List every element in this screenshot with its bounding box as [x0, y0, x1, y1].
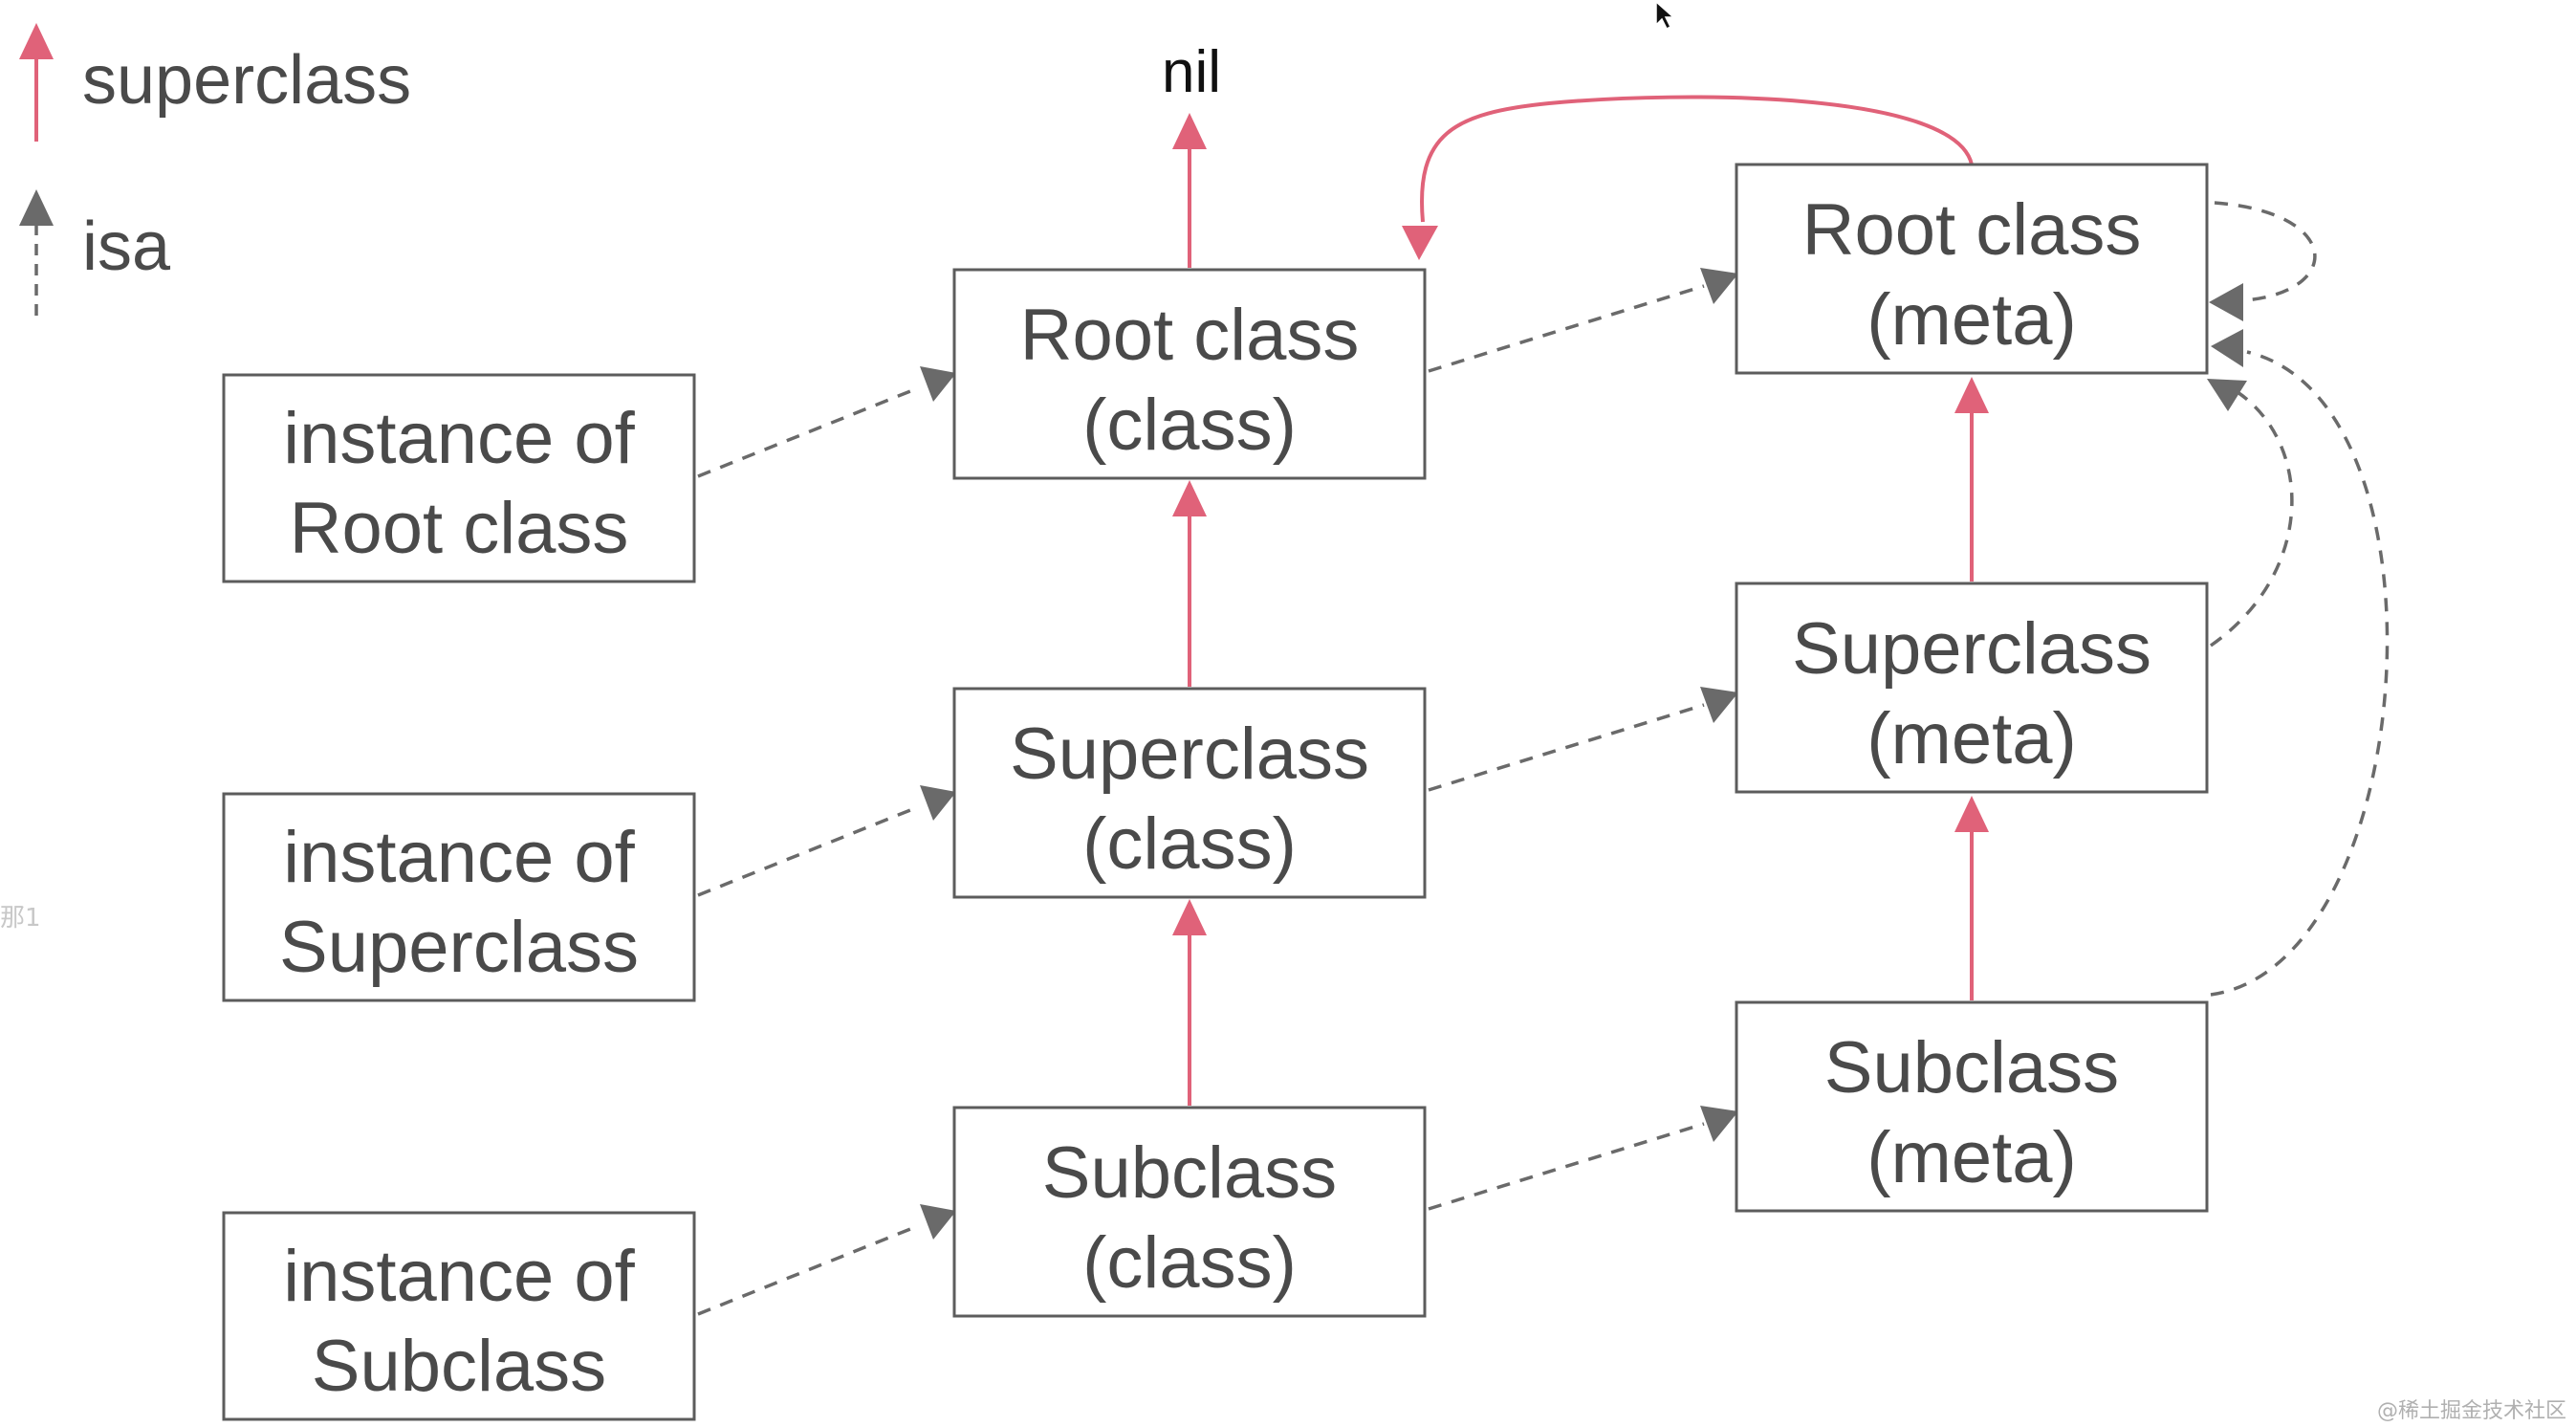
isa-arrowhead [1700, 268, 1738, 304]
legend-isa-label: isa [82, 209, 171, 285]
isa-edge-rootmeta-self [2214, 201, 2317, 302]
side-mark: 那1 [0, 904, 41, 933]
node-label-line2: Root class [290, 488, 629, 569]
node-instance-root: instance of Root class [222, 373, 696, 583]
isa-arrowhead [1700, 1106, 1738, 1142]
node-subclass-meta: Subclass (meta) [1735, 1000, 2209, 1213]
node-label-line1: Root class [1802, 189, 2142, 271]
node-label-line2: (class) [1082, 1222, 1297, 1304]
node-label-line1: Root class [1020, 295, 1360, 376]
superclass-arrowhead [1954, 377, 1989, 413]
isa-edge-instsub-subclass [697, 1223, 921, 1316]
superclass-arrowhead [1172, 899, 1207, 935]
node-label-line2: Subclass [312, 1326, 606, 1407]
isa-edge-subclass-submeta [1428, 1122, 1705, 1211]
superclass-arrowhead [1954, 796, 1989, 832]
legend-superclass-arrowhead [19, 23, 54, 59]
superclass-arrowhead [1402, 226, 1438, 260]
isa-edge-rootclass-rootmeta [1428, 284, 1705, 373]
node-label-line2: (meta) [1867, 279, 2077, 361]
node-label-line1: Superclass [1792, 608, 2151, 690]
isa-arrowhead [920, 785, 956, 821]
legend-isa-arrowhead [19, 189, 54, 226]
node-root-meta: Root class (meta) [1735, 163, 2209, 375]
legend-superclass-label: superclass [82, 42, 411, 119]
node-label-line1: instance of [283, 398, 635, 479]
isa-edge-instsuper-superclass [697, 804, 921, 897]
node-label-line1: Subclass [1824, 1027, 2119, 1109]
node-label-line1: Superclass [1010, 714, 1369, 795]
node-label-line1: Subclass [1042, 1132, 1337, 1214]
mouse-cursor-icon [1655, 0, 1675, 31]
isa-arrowhead [920, 1204, 956, 1240]
node-label-line1: instance of [283, 817, 635, 898]
node-root-class: Root class (class) [952, 268, 1427, 480]
isa-edge-instroot-rootclass [697, 385, 921, 478]
superclass-edge-rootmeta-rootclass [1420, 95, 1974, 223]
isa-arrowhead [1700, 687, 1738, 723]
isa-arrowhead [2209, 283, 2243, 321]
superclass-arrowhead [1172, 113, 1207, 149]
node-label-line2: (class) [1082, 803, 1297, 885]
superclass-edges [1172, 95, 1989, 1106]
node-superclass-meta: Superclass (meta) [1735, 582, 2209, 794]
legend: superclass isa [19, 23, 411, 316]
node-label-line2: Superclass [279, 907, 639, 988]
node-instance-subclass: instance of Subclass [222, 1211, 696, 1421]
node-label-line1: instance of [283, 1236, 635, 1317]
isa-arrowhead [920, 366, 956, 402]
node-label-line2: (meta) [1867, 1117, 2077, 1198]
isa-edge-submeta-rootmeta [2210, 350, 2390, 997]
isa-edge-supermeta-rootmeta [2210, 390, 2294, 648]
superclass-arrowhead [1172, 480, 1207, 516]
isa-edge-superclass-supermeta [1428, 703, 1705, 792]
watermark: @稀土掘金技术社区 [2377, 1399, 2566, 1423]
isa-edges [697, 201, 2390, 1316]
isa-arrowhead [2211, 329, 2243, 367]
node-subclass-class: Subclass (class) [952, 1106, 1427, 1318]
node-label-line2: (meta) [1867, 698, 2077, 779]
isa-arrowhead [2207, 379, 2247, 411]
node-instance-superclass: instance of Superclass [222, 792, 696, 1002]
node-superclass-class: Superclass (class) [952, 687, 1427, 899]
node-label-line2: (class) [1082, 384, 1297, 466]
nil-label: nil [1162, 39, 1221, 105]
